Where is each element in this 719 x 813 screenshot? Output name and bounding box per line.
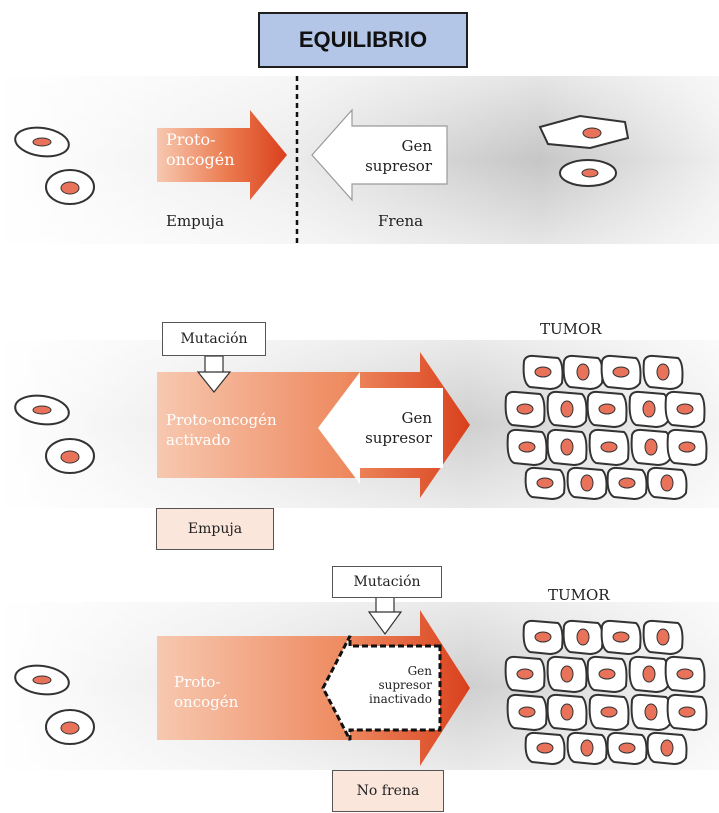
proto-oncogene-label-line-1: Proto- [174,673,221,691]
proto-oncogene-label: Proto- oncogén [174,672,238,712]
tumor-cell-nucleus [612,631,630,643]
brake-label: Frena [378,212,424,230]
tumor-cell-nucleus [660,739,674,757]
mutation-label: Mutación [162,322,266,356]
suppressor-gene-label-line-2: supresor [365,429,432,447]
inactivated-suppressor-label-line-2: supresor [378,678,432,692]
inactivated-suppressor-label: Gen supresor inactivado [342,664,432,706]
suppressor-gene-arrow [311,108,448,202]
tumor-cell-nucleus [560,703,574,721]
tumor-cell-nucleus [642,400,656,418]
tumor-cell-nucleus [536,477,554,489]
tumor-cell-nucleus [536,742,554,754]
tumor-cell-nucleus [678,706,696,718]
tumor-cell-nucleus [580,474,594,492]
tumor-cell-nucleus [518,441,536,453]
tumor-cluster [504,354,708,501]
no-brake-label: No frena [332,770,444,812]
tumor-cell-nucleus [600,441,618,453]
mutation-label: Mutación [332,566,442,598]
suppressor-gene-label-line-1: Gen [401,137,432,155]
tumor-cell-nucleus [600,706,618,718]
suppressor-gene-label: Gen supresor [348,136,432,176]
tumor-cell-nucleus [598,403,616,415]
proto-oncogene-label-line-2: oncogén [174,693,239,711]
activated-proto-oncogene-label-line-2: activado [166,431,231,449]
tumor-cell-nucleus [516,668,534,680]
push-label: Empuja [166,212,225,230]
tumor-cell-nucleus [518,706,536,718]
inactivated-suppressor-label-line-3: inactivado [369,692,432,706]
tumor-cell-nucleus [656,628,670,646]
tumor-cell-nucleus [560,438,574,456]
tumor-cell-nucleus [676,668,694,680]
suppressor-gene-label: Gen supresor [344,408,432,448]
tumor-cell-nucleus [656,363,670,381]
inactivated-suppressor-arrow [321,635,442,741]
proto-oncogene-label-line-2: oncogén [166,150,235,169]
inactivated-suppressor-label-line-1: Gen [407,664,432,678]
tumor-cell-nucleus [576,628,590,646]
tumor-cell-nucleus [644,703,658,721]
tumor-cell-nucleus [534,631,552,643]
tumor-cell-nucleus [534,366,552,378]
tumor-cell-nucleus [660,474,674,492]
tumor-cell-nucleus [580,739,594,757]
tumor-cell-nucleus [678,441,696,453]
normal-cells-right [538,114,630,187]
mutation-pointer-arrow [196,355,232,393]
tumor-cell-nucleus [560,665,574,683]
tumor-label: TUMOR [548,586,610,604]
tumor-cell-nucleus [644,438,658,456]
tumor-cell-nucleus [618,742,636,754]
cell-nuclei-left [32,137,80,735]
tumor-cell-nucleus [560,400,574,418]
suppressor-gene-label-line-2: supresor [365,157,432,175]
suppressor-gene-arrow [318,372,443,484]
page-title: EQUILIBRIO [258,12,468,68]
tumor-cell-nucleus [516,403,534,415]
push-label: Empuja [156,508,274,550]
tumor-cell-nucleus [612,366,630,378]
tumor-cell-nucleus [576,363,590,381]
proto-oncogene-arrow [157,110,287,200]
tumor-label: TUMOR [540,320,602,338]
tumor-cell-nucleus [598,668,616,680]
activated-proto-oncogene-label-line-1: Proto-oncogén [166,411,277,429]
activated-proto-oncogene-label: Proto-oncogén activado [166,410,277,450]
tumor-cluster [504,619,708,766]
tumor-cell-nucleus [676,403,694,415]
proto-oncogene-label-line-1: Proto- [166,130,216,149]
proto-oncogene-label: Proto- oncogén [166,130,235,170]
tumor-cell-nucleus [618,477,636,489]
tumor-cell-nucleus [642,665,656,683]
suppressor-gene-label-line-1: Gen [401,409,432,427]
mutation-pointer-arrow [367,595,403,636]
